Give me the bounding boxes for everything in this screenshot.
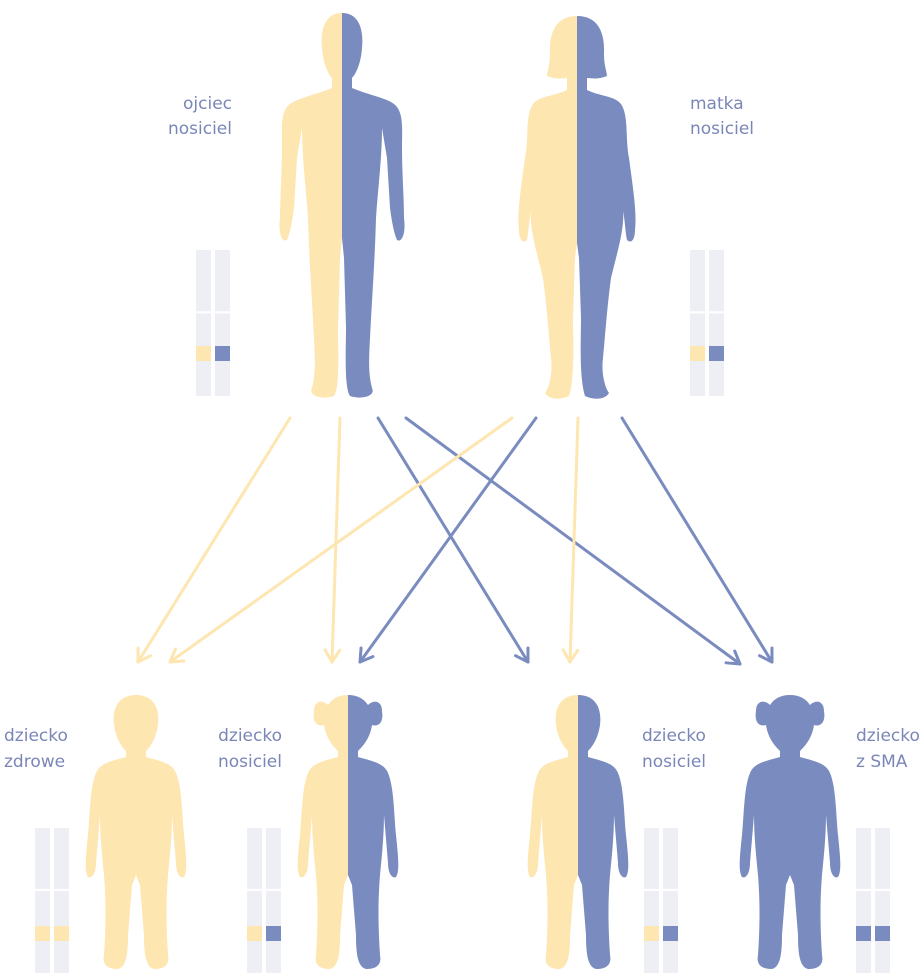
father-chromosomes [196, 250, 230, 396]
label-mother-line1: matka [690, 94, 744, 114]
arrow-mutant-6 [360, 418, 536, 662]
gene-band [875, 926, 890, 941]
gene-band [266, 926, 281, 941]
chromosome [35, 828, 50, 973]
father-figure-right-half [279, 13, 404, 398]
chromosome [663, 828, 678, 973]
arrow-mutant-3 [378, 418, 528, 662]
label-child-4: dziecko z SMA [856, 726, 920, 772]
label-child-1-line2: zdrowe [4, 752, 65, 772]
child-1-chromosomes [35, 828, 69, 973]
chromosome-separator [247, 889, 262, 891]
chromosome [215, 250, 230, 396]
child-3-figure [528, 695, 629, 969]
gene-band [644, 926, 659, 941]
mother-chromosomes [690, 250, 724, 396]
figures [86, 13, 841, 969]
arrow-shaft [360, 418, 536, 662]
label-father-line2: nosiciel [168, 119, 232, 139]
label-child-4-line2: z SMA [856, 752, 908, 772]
gene-band [690, 346, 705, 361]
child-1-figure [86, 695, 187, 969]
arrow-mutant-8 [622, 418, 772, 662]
gene-band [663, 926, 678, 941]
gene-band [215, 346, 230, 361]
chromosome [196, 250, 211, 396]
child-2-figure [298, 695, 399, 969]
label-child-2-line1: dziecko [218, 726, 282, 746]
chromosome-separator [856, 889, 871, 891]
chromosome [875, 828, 890, 973]
gene-band [247, 926, 262, 941]
chromosome [690, 250, 705, 396]
label-child-3-line1: dziecko [642, 726, 706, 746]
child-3-chromosomes [644, 828, 678, 973]
gene-band [856, 926, 871, 941]
chromosome-separator [875, 889, 890, 891]
chromosome-separator [690, 311, 705, 313]
label-mother-line2: nosiciel [690, 119, 754, 139]
chromosome [856, 828, 871, 973]
chromosome-separator [644, 889, 659, 891]
arrow-healthy-2 [325, 418, 340, 662]
label-child-4-line1: dziecko [856, 726, 920, 746]
gene-band [196, 346, 211, 361]
mother-figure [518, 16, 635, 399]
arrow-shaft [378, 418, 528, 662]
label-child-3: dziecko nosiciel [642, 726, 706, 772]
label-child-2-line2: nosiciel [218, 752, 282, 772]
chromosome-separator [215, 311, 230, 313]
label-child-1: dziecko zdrowe [4, 726, 68, 772]
chromosome-separator [709, 311, 724, 313]
gene-band [35, 926, 50, 941]
chromosome-separator [663, 889, 678, 891]
arrow-shaft [622, 418, 772, 662]
chromosome [709, 250, 724, 396]
chromosome [644, 828, 659, 973]
inheritance-arrows [138, 418, 772, 664]
father-figure [279, 13, 404, 398]
chromosome [247, 828, 262, 973]
label-child-3-line2: nosiciel [642, 752, 706, 772]
label-child-1-line1: dziecko [4, 726, 68, 746]
chromosome-separator [196, 311, 211, 313]
child-4-chromosomes [856, 828, 890, 973]
gene-band [54, 926, 69, 941]
arrow-healthy-1 [138, 418, 290, 662]
arrow-shaft [170, 418, 512, 662]
child-2-chromosomes [247, 828, 281, 973]
arrow-healthy-5 [170, 418, 512, 662]
chromosome-separator [54, 889, 69, 891]
chromosome [54, 828, 69, 973]
label-mother: matka nosiciel [690, 94, 754, 139]
child-4-figure [740, 695, 841, 969]
label-father-line1: ojciec [183, 94, 232, 114]
label-child-2: dziecko nosiciel [218, 726, 282, 772]
arrow-shaft [138, 418, 290, 662]
gene-band [709, 346, 724, 361]
chromosome [266, 828, 281, 973]
chromosome-separator [35, 889, 50, 891]
chromosome-separator [266, 889, 281, 891]
label-father: ojciec nosiciel [168, 94, 232, 139]
